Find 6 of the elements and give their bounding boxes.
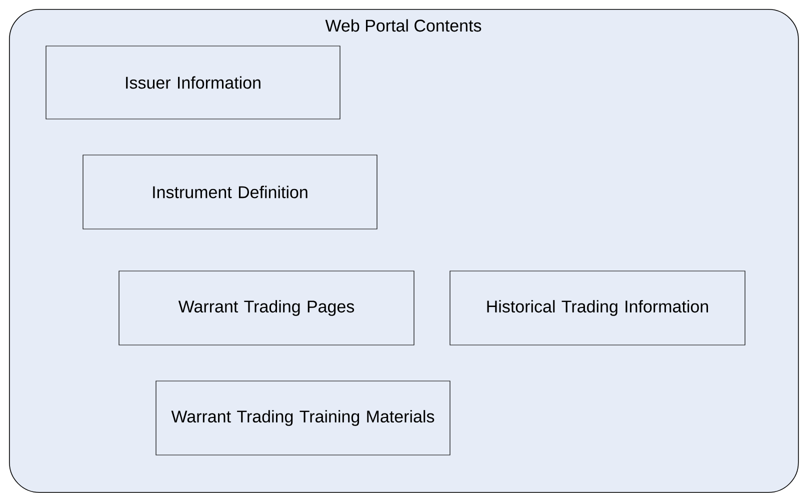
content-box: Instrument Definition [82, 154, 378, 230]
content-box: Issuer Information [46, 46, 340, 120]
content-box: Warrant Trading Pages [118, 270, 414, 346]
content-box: Historical Trading Information [450, 270, 746, 346]
content-box: Warrant Trading Training Materials [156, 380, 450, 456]
heading: Web Portal Contents [325, 19, 482, 32]
